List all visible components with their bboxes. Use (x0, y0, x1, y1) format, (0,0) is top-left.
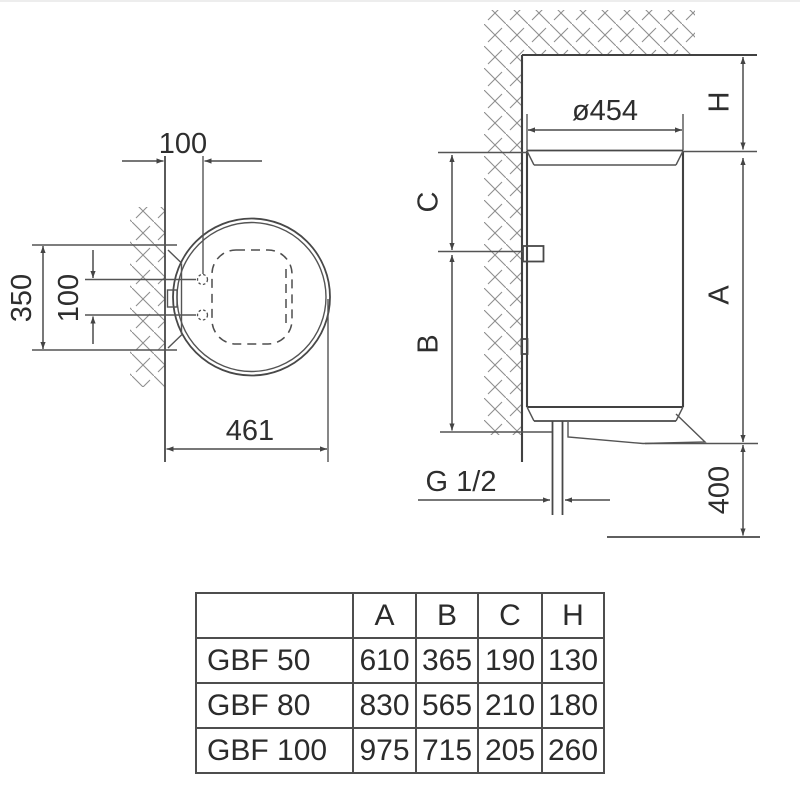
dim-b: B (413, 255, 552, 433)
dim-label-a: A (704, 285, 736, 305)
value-a: 830 (352, 682, 417, 729)
table-row: GBF 50 610 365 190 130 (195, 637, 605, 684)
mounting-hole-top (196, 273, 209, 286)
model-name: GBF 50 (195, 637, 354, 684)
bottom-cover (567, 413, 707, 445)
dim-width: 461 (166, 299, 329, 462)
table-row: GBF 100 975 715 205 260 (195, 727, 605, 774)
dim-label-width: 461 (226, 415, 274, 447)
header-model (195, 592, 354, 639)
dim-c: C (413, 151, 527, 253)
model-name: GBF 100 (195, 727, 354, 774)
value-b: 365 (415, 637, 479, 684)
lower-wall-bracket (520, 338, 529, 355)
dim-label-h: H (704, 92, 736, 113)
value-h: 130 (541, 637, 605, 684)
heater-side-outline (525, 149, 707, 515)
dim-pipe-thread: G 1/2 (418, 466, 610, 503)
wall-hatch-left (130, 207, 165, 387)
value-b: 715 (415, 727, 479, 774)
header-b: B (415, 592, 479, 639)
header-c: C (477, 592, 543, 639)
dim-label-diameter: ø454 (572, 95, 638, 127)
hidden-flange-outline (211, 249, 293, 345)
table-row: GBF 80 830 565 210 180 (195, 682, 605, 729)
value-c: 205 (477, 727, 543, 774)
header-h: H (541, 592, 605, 639)
value-c: 190 (477, 637, 543, 684)
mounting-hole-bottom (196, 309, 209, 321)
spec-table: A B C H GBF 50 610 365 190 130 GBF 80 83… (195, 592, 605, 774)
table-header-row: A B C H (195, 592, 605, 639)
dim-label-hole-offset: 100 (159, 128, 207, 160)
value-b: 565 (415, 682, 479, 729)
dim-hole-offset: 100 (122, 128, 262, 274)
value-h: 180 (541, 682, 605, 729)
top-view: 100 350 100 461 (6, 128, 331, 462)
dim-h: H (683, 57, 757, 153)
header-a: A (352, 592, 417, 639)
dim-label-b: B (413, 334, 445, 353)
dim-label-span: 350 (6, 274, 38, 322)
upper-wall-bracket (522, 245, 545, 263)
wall-hatch-right (484, 10, 695, 435)
value-h: 260 (541, 727, 605, 774)
mounting-bracket-top-view (166, 249, 183, 349)
heater-top-outline (172, 217, 331, 377)
dim-label-floor: 400 (704, 466, 736, 514)
value-a: 610 (352, 637, 417, 684)
technical-drawing: 100 350 100 461 (6, 10, 760, 538)
value-c: 210 (477, 682, 543, 729)
dim-span-and-gap: 350 100 (6, 244, 196, 351)
dim-floor-clearance: 400 (607, 445, 760, 538)
dim-diameter: ø454 (526, 95, 684, 150)
value-a: 975 (352, 727, 417, 774)
dim-label-hole-gap: 100 (53, 274, 85, 322)
dim-label-c: C (413, 192, 445, 213)
model-name: GBF 80 (195, 682, 354, 729)
dim-label-pipe-thread: G 1/2 (426, 466, 497, 498)
dim-a: A (645, 158, 758, 445)
side-view: ø454 H C B A (413, 10, 760, 538)
